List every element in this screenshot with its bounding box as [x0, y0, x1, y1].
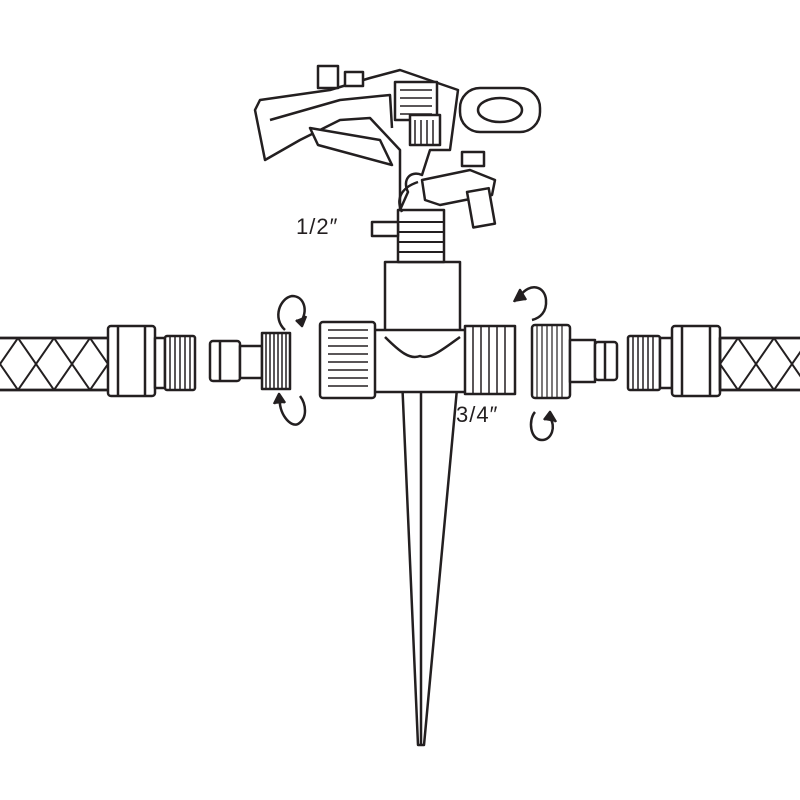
tee-body — [318, 260, 517, 400]
head-thread-size-label: 1/2″ — [296, 214, 339, 239]
left-quick-connector-adapter — [208, 331, 292, 391]
left-hose — [0, 336, 112, 392]
rotation-arrows-right — [512, 286, 558, 442]
tee-thread-size-label: 3/4″ — [456, 402, 499, 427]
head-thread-riser — [370, 208, 446, 264]
impact-sprinkler-head — [253, 64, 542, 229]
left-hose-coupling — [106, 324, 197, 398]
right-hose — [718, 336, 800, 392]
right-hose-connector — [530, 323, 619, 400]
right-hose-coupling — [626, 324, 722, 398]
ground-spike — [400, 376, 460, 747]
rotation-arrows-left — [272, 294, 308, 426]
